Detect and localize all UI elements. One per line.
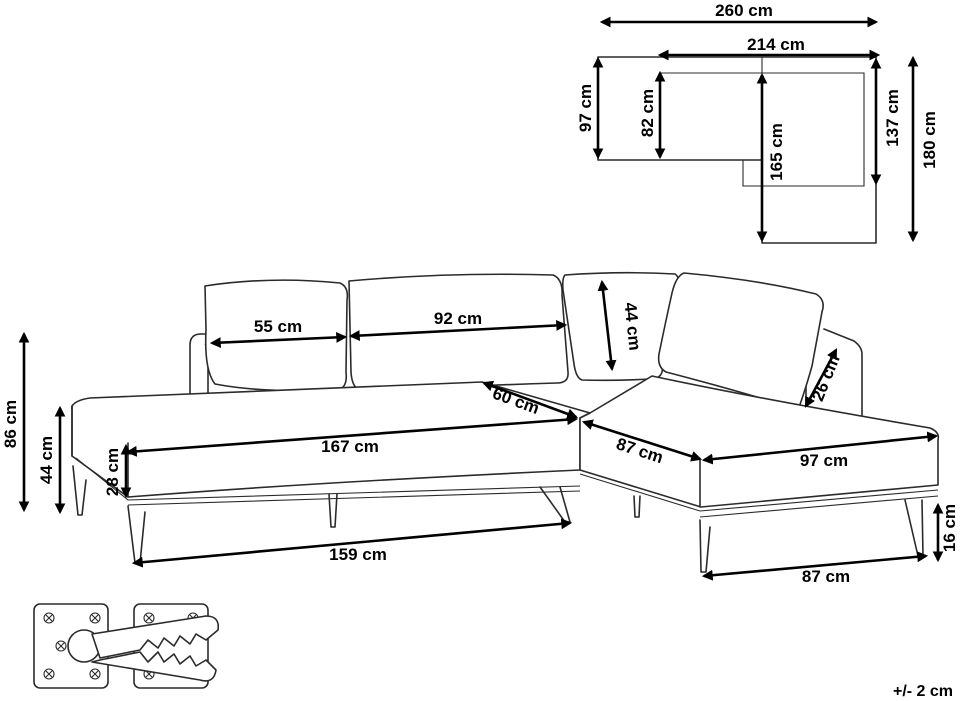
dim-180-label: 180 cm (920, 111, 939, 169)
dim-137-label: 137 cm (883, 89, 902, 147)
dim-44b-line (597, 279, 617, 372)
dim-87b-label: 87 cm (802, 567, 850, 586)
dim-44-label: 44 cm (37, 436, 56, 484)
dim-60-line (481, 380, 579, 420)
right-base-line (579, 473, 939, 518)
dim-44b-label: 44 cm (621, 301, 645, 351)
dim-97-label: 97 cm (576, 84, 595, 132)
chaise-base-line (75, 457, 581, 506)
dim-167-line (125, 414, 579, 457)
back-cushion-2 (348, 273, 569, 392)
dim-87-line (581, 419, 703, 462)
dim-82-label: 82 cm (638, 89, 657, 137)
dim-159-line (131, 518, 573, 568)
dim-28-label: 28 cm (103, 448, 122, 496)
leg-right-back (904, 499, 924, 557)
dim-55-label: 55 cm (254, 317, 302, 336)
plan-inner-outline (660, 72, 865, 187)
dim-87b-line (701, 551, 929, 581)
dim-165-label: 165 cm (767, 123, 786, 181)
dim-92-label: 92 cm (434, 309, 482, 328)
dim-97b-label: 97 cm (800, 451, 848, 470)
bracket-teeth (91, 615, 220, 659)
dim-55-line (209, 331, 348, 349)
leg-right-front (699, 519, 711, 573)
leg-right-rear (633, 495, 641, 518)
dim-260-label: 260 cm (715, 1, 773, 20)
sofa-dimensions: 86 cm 44 cm 28 cm 55 cm 92 cm 44 cm 167 … (1, 279, 959, 586)
back-cushion-3 (561, 271, 680, 382)
dim-167-label: 167 cm (321, 437, 379, 456)
dim-159-label: 159 cm (329, 545, 387, 564)
dim-86-label: 86 cm (1, 400, 20, 448)
bracket-teeth-lower (91, 651, 217, 682)
tolerance-note: +/- 2 cm (893, 683, 953, 700)
dim-97b-line (701, 431, 939, 465)
plan-outline (597, 56, 877, 244)
dim-16-label: 16 cm (940, 504, 959, 552)
leg-back-left (72, 465, 87, 516)
dim-214-label: 214 cm (747, 35, 805, 54)
dim-26-line (804, 348, 838, 408)
sofa-drawing (71, 271, 940, 573)
plan-view: 260 cm 214 cm 97 cm 82 cm 165 cm 137 cm … (576, 1, 939, 244)
dim-92-line (348, 319, 568, 342)
connector-bracket-detail (33, 603, 220, 689)
left-armrest-frame (189, 333, 209, 397)
leg-front-left (127, 505, 146, 564)
